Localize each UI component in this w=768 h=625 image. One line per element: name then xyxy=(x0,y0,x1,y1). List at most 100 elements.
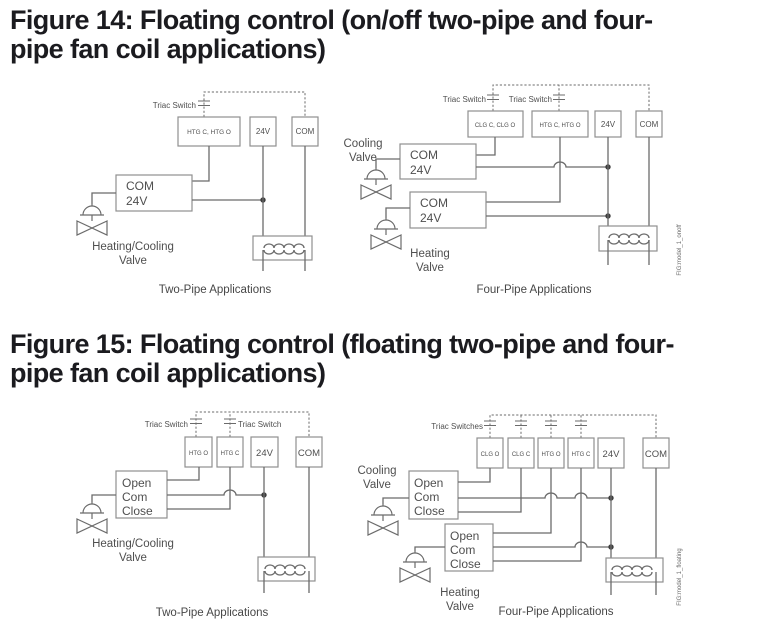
heating-valve-icon xyxy=(370,217,402,250)
cooling-actuator-com: Com xyxy=(414,490,439,504)
wire-actuator-to-valve xyxy=(91,192,116,204)
cooling-actuator-open: Open xyxy=(414,476,443,490)
terminal-box-htg xyxy=(531,110,589,138)
terminal-label-com: COM xyxy=(298,448,320,459)
wire-cooling-com xyxy=(458,492,611,499)
terminal-label-clg-o: CLG O xyxy=(481,452,500,458)
wire-com-to-24v xyxy=(167,489,264,496)
transformer-symbol xyxy=(257,556,316,593)
figure14-title-line1: Figure 14: Floating control (on/off two-… xyxy=(10,5,653,35)
dashed-bus xyxy=(195,411,310,437)
terminal-label-htg-c: HTG C xyxy=(572,452,591,458)
figure15-title-line1: Figure 15: Floating control (floating tw… xyxy=(10,329,674,359)
dashed-bus xyxy=(489,414,657,438)
cooling-actuator-box xyxy=(408,470,459,520)
terminal-label-24v: 24V xyxy=(601,120,616,129)
transformer-symbol xyxy=(252,235,313,271)
heating-cooling-valve-icon xyxy=(76,501,108,534)
triac-switch-label-2: Triac Switch xyxy=(238,420,281,429)
terminal-label-htg-o: HTG O xyxy=(542,452,561,458)
actuator-open-label: Open xyxy=(122,476,151,490)
wire-heating-valve xyxy=(385,207,410,218)
valve-label-line1: Heating/Cooling xyxy=(92,241,174,253)
triac-switch-label: Triac Switch xyxy=(153,101,196,110)
triac-switch-label-1: Triac Switch xyxy=(145,420,188,429)
terminal-box-24v xyxy=(594,110,622,138)
transformer-symbol xyxy=(598,225,658,265)
actuator-close-label: Close xyxy=(122,504,153,518)
cooling-valve-label-line2: Valve xyxy=(363,479,391,491)
dashed-bus xyxy=(203,91,306,117)
terminal-label-24v: 24V xyxy=(256,448,274,459)
wire-htg-to-actuator xyxy=(192,146,210,182)
triac-switch-icon xyxy=(484,420,587,426)
wire-cooling-to-24v xyxy=(476,161,608,168)
cooling-valve-icon xyxy=(367,503,399,536)
figure15-title: Figure 15: Floating control (floating tw… xyxy=(10,330,762,388)
figure14-diagrams: Triac Switch HTG C, HTG O 24V COM COM 24… xyxy=(76,84,683,296)
triac-switch-icon xyxy=(198,100,210,106)
figure-tag: FIG:model_1_floating xyxy=(677,548,683,605)
cooling-valve-label-line2: Valve xyxy=(349,152,377,164)
triac-switch-icon xyxy=(487,94,565,100)
terminal-box-24v xyxy=(249,116,277,147)
terminal-label-htg: HTG C, HTG O xyxy=(187,129,231,136)
cooling-actuator-24v: 24V xyxy=(410,163,431,177)
terminal-label-htg: HTG C, HTG O xyxy=(540,123,581,129)
actuator-terminal-box xyxy=(115,470,168,519)
figure-tag: FIG:model_1_onoff xyxy=(677,224,683,276)
terminal-label-24v: 24V xyxy=(256,127,271,136)
wire-htg-to-heating-actuator xyxy=(486,137,561,203)
cooling-valve-icon xyxy=(360,167,392,200)
cooling-valve-label-line1: Cooling xyxy=(344,138,383,150)
valve-label-line1: Heating/Cooling xyxy=(92,538,174,550)
caption-four-pipe: Four-Pipe Applications xyxy=(476,284,591,296)
figure14-title: Figure 14: Floating control (on/off two-… xyxy=(10,6,762,64)
fig14-four-pipe-diagram: Triac Switch Triac Switch CLG C, CLG O H… xyxy=(344,84,683,296)
fig15-four-pipe-diagram: Triac Switches CLG O CLG C HTG O HTG C 2… xyxy=(358,414,683,618)
heating-actuator-box xyxy=(409,191,487,229)
terminal-box-clg xyxy=(467,110,524,138)
cooling-valve-label-line1: Cooling xyxy=(358,465,397,477)
wire-cooling-valve xyxy=(382,497,409,504)
wire-open-to-htg-o xyxy=(167,467,200,481)
heating-actuator-box xyxy=(444,523,494,572)
terminal-label-htg-o: HTG O xyxy=(189,451,208,457)
heating-valve-label-line1: Heating xyxy=(440,587,480,599)
terminal-box-htg xyxy=(177,116,241,147)
heating-valve-label-line2: Valve xyxy=(446,601,474,613)
caption-four-pipe: Four-Pipe Applications xyxy=(498,606,613,618)
figure14-title-line2: pipe fan coil applications) xyxy=(10,34,326,64)
triac-switch-label-2: Triac Switch xyxy=(509,95,552,104)
actuator-com-label: Com xyxy=(122,490,147,504)
heating-actuator-24v: 24V xyxy=(420,211,441,225)
triac-switches-label: Triac Switches xyxy=(431,422,483,431)
heating-actuator-com: COM xyxy=(420,196,448,210)
terminal-box-htg-o xyxy=(184,436,213,468)
heating-cooling-valve-icon xyxy=(76,203,108,236)
terminal-box-clg-c xyxy=(507,437,535,469)
terminal-box-24v xyxy=(597,437,625,469)
terminal-label-24v: 24V xyxy=(603,449,621,460)
terminal-label-com: COM xyxy=(296,127,315,136)
wire-clg-to-cooling-actuator xyxy=(476,137,496,156)
transformer-symbol xyxy=(605,557,664,595)
heating-valve-label-line2: Valve xyxy=(416,262,444,274)
dashed-bus xyxy=(492,84,650,111)
figure15-diagrams: Triac Switch Triac Switch HTG O HTG C 24… xyxy=(76,411,683,619)
actuator-com-label: COM xyxy=(126,179,154,193)
cooling-actuator-box xyxy=(399,143,477,180)
terminal-label-clg-c: CLG C xyxy=(512,452,531,458)
triac-switch-label-1: Triac Switch xyxy=(443,95,486,104)
heating-valve-icon xyxy=(399,550,431,583)
valve-label-line2: Valve xyxy=(119,255,147,267)
fig14-two-pipe-diagram: Triac Switch HTG C, HTG O 24V COM COM 24… xyxy=(76,91,319,296)
cooling-actuator-com: COM xyxy=(410,148,438,162)
triac-switch-icon xyxy=(190,418,236,424)
figure15-title-line2: pipe fan coil applications) xyxy=(10,358,326,388)
wire-close-to-htg-c xyxy=(167,467,231,510)
terminal-label-com: COM xyxy=(640,120,659,129)
wire-heating-valve xyxy=(414,546,445,551)
terminal-box-htg-c xyxy=(216,436,244,468)
